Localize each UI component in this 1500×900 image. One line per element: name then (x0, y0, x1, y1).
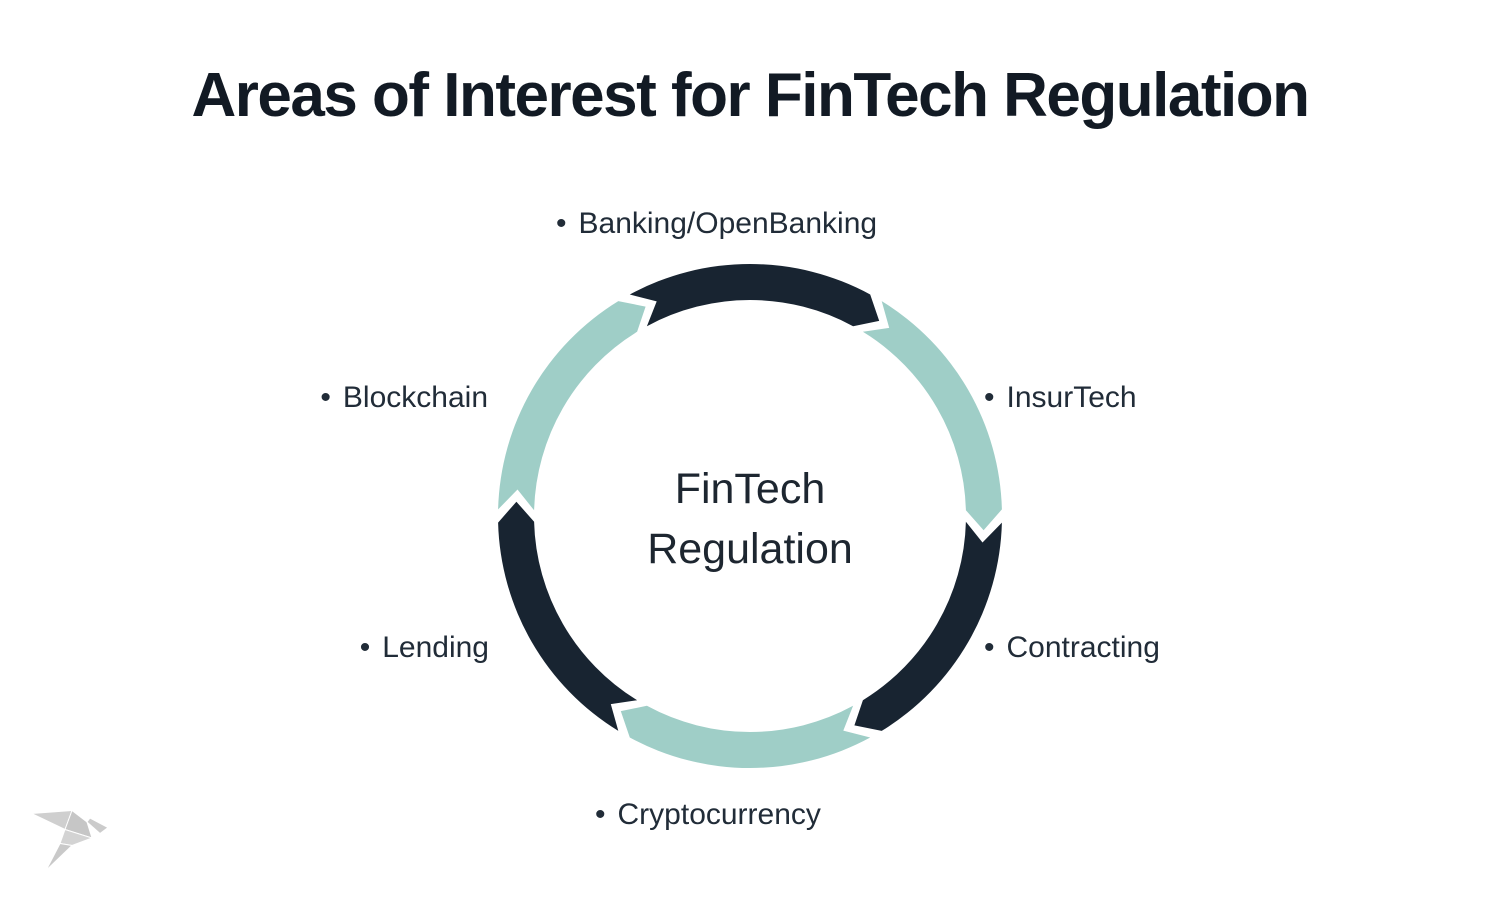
label-blockchain-text: Blockchain (342, 381, 488, 414)
label-insurtech: • InsurTech (984, 376, 1137, 420)
slide-title: Areas of Interest for FinTech Regulation (191, 61, 1310, 130)
logo-head (86, 817, 109, 835)
center-label-line1: FinTech (674, 465, 826, 513)
bullet-icon: • (984, 631, 995, 664)
label-cryptocurrency: • Cryptocurrency (595, 793, 821, 837)
ring-segments (498, 263, 1002, 769)
label-insurtech-text: InsurTech (1006, 381, 1137, 414)
logo-tail (45, 842, 74, 871)
bullet-icon: • (359, 631, 371, 664)
label-banking-text: Banking/OpenBanking (578, 207, 878, 240)
bullet-icon: • (984, 381, 995, 414)
bullet-icon: • (556, 207, 567, 240)
ring-segment-banking (629, 263, 880, 327)
label-cryptocurrency-text: Cryptocurrency (617, 798, 821, 831)
center-label-line2: Regulation (647, 525, 853, 573)
label-contracting-text: Contracting (1006, 631, 1160, 664)
label-contracting: • Contracting (984, 626, 1160, 670)
bullet-icon: • (320, 381, 331, 414)
ring-segment-lending (498, 501, 638, 731)
ring-segment-contracting (854, 521, 1002, 731)
bullet-icon: • (595, 798, 606, 831)
ring-segment-blockchain (498, 301, 646, 511)
label-lending: • Lending (360, 626, 489, 670)
origami-bird-logo (29, 809, 109, 871)
ring-center-label: FinTech Regulation (0, 459, 1500, 579)
label-lending-text: Lending (382, 631, 489, 664)
ring-segment-insurtech (862, 301, 1002, 531)
ring-segment-cryptocurrency (620, 705, 871, 769)
label-banking: • Banking/OpenBanking (556, 202, 877, 246)
label-blockchain: • Blockchain (320, 376, 488, 420)
